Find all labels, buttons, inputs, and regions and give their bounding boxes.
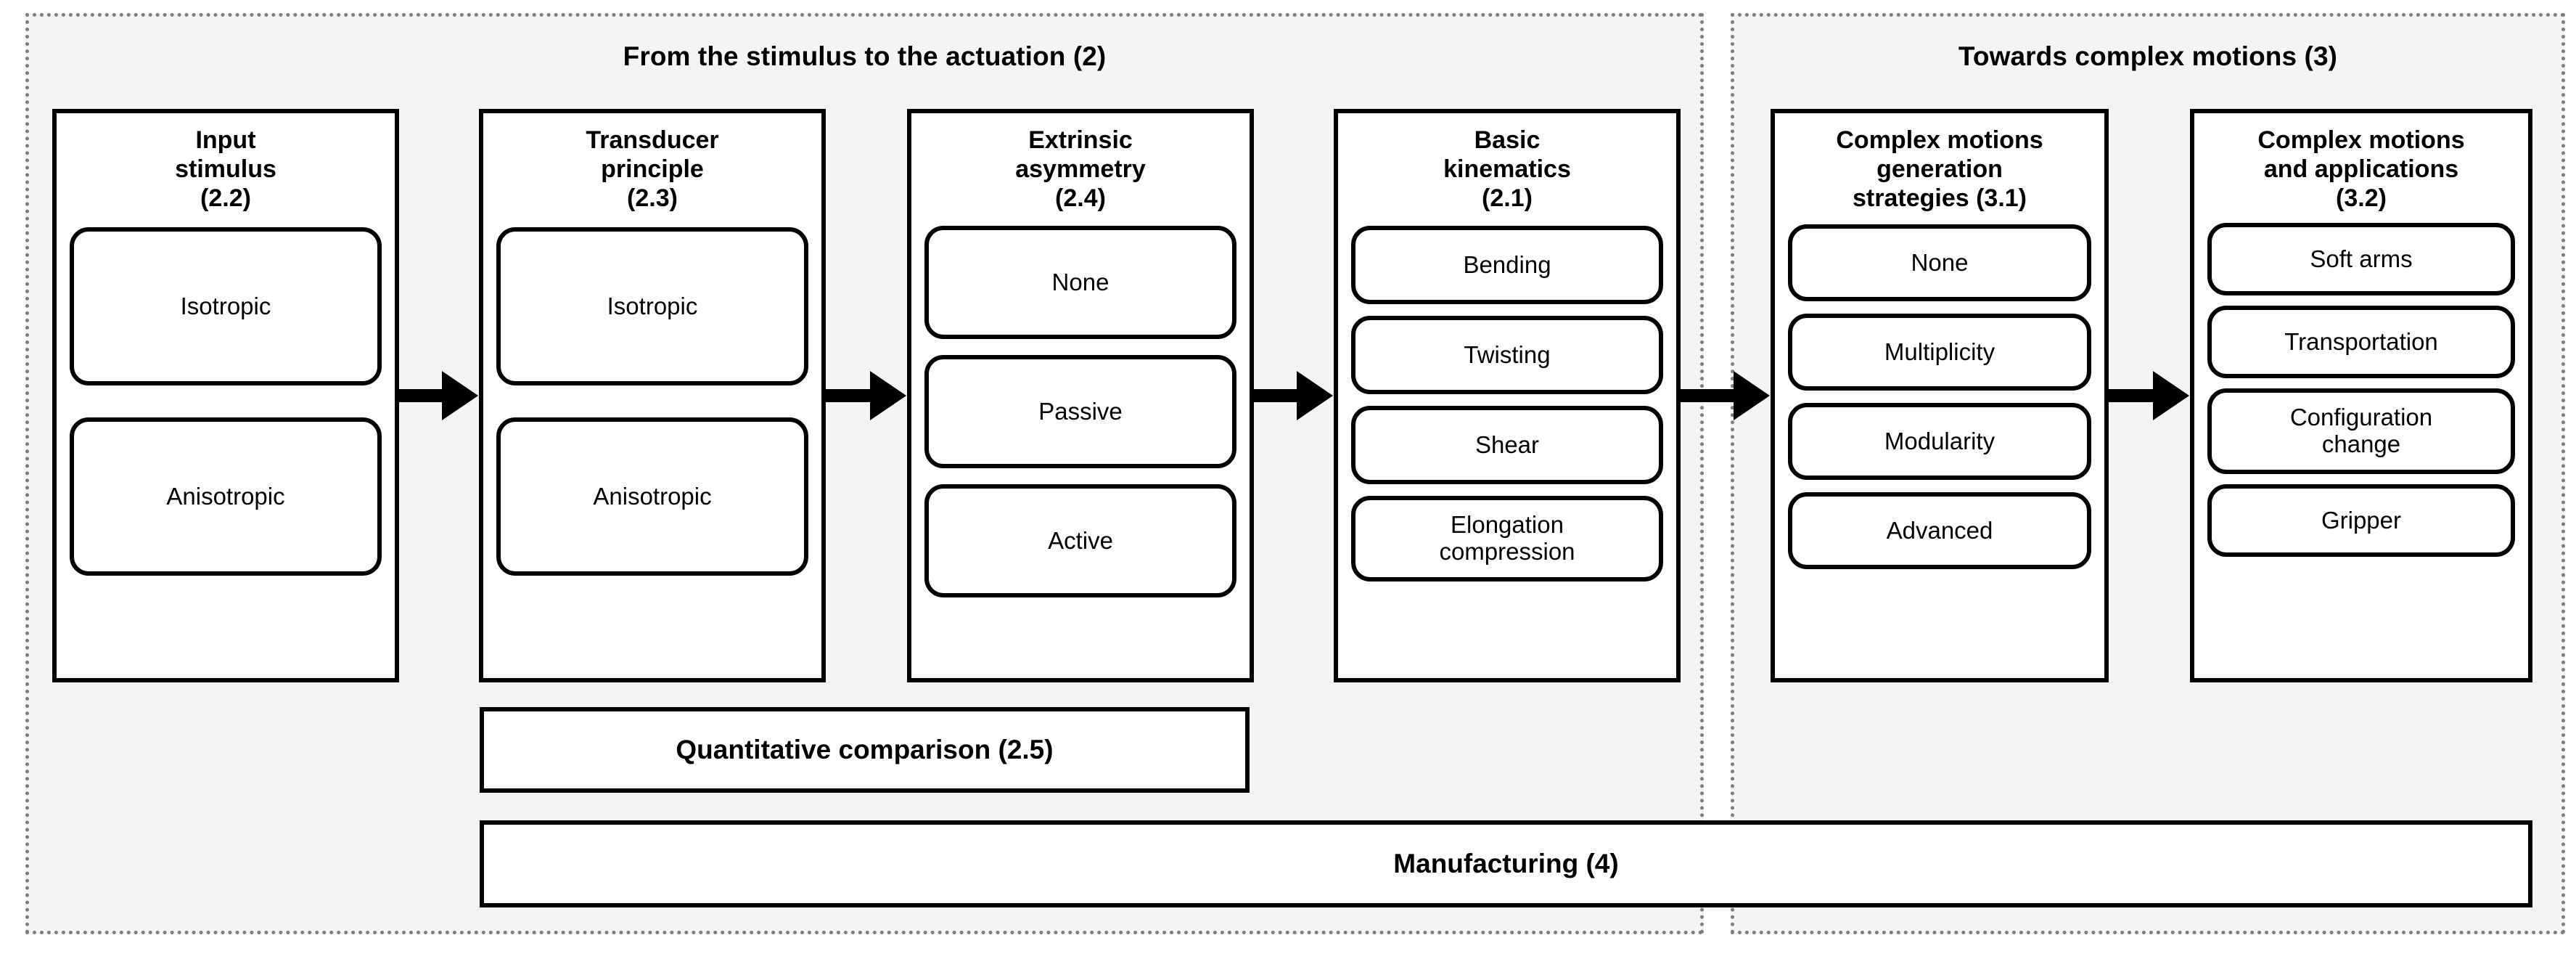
arrow-shaft [1254, 389, 1297, 402]
item-extrinsic-asymmetry-active[interactable]: Active [924, 484, 1236, 598]
arrow-shaft [826, 389, 871, 402]
arrow-shaft [2109, 389, 2154, 402]
column-transducer-principle[interactable]: Transducer principle (2.3) Isotropic Ani… [479, 109, 826, 682]
item-applications-soft-arms[interactable]: Soft arms [2207, 223, 2515, 296]
item-strategies-modularity[interactable]: Modularity [1788, 403, 2091, 481]
column-items-complex-motions-and-applications: Soft arms Transportation Configuration c… [2194, 220, 2528, 678]
item-strategies-advanced[interactable]: Advanced [1788, 492, 2091, 570]
column-title-extrinsic-asymmetry: Extrinsic asymmetry (2.4) [1015, 126, 1146, 212]
column-title-input-stimulus: Input stimulus (2.2) [175, 126, 276, 212]
item-extrinsic-asymmetry-none[interactable]: None [924, 226, 1236, 340]
column-items-complex-motions-generation-strategies: None Multiplicity Modularity Advanced [1775, 220, 2104, 678]
column-items-transducer-principle: Isotropic Anisotropic [483, 220, 821, 678]
item-input-stimulus-anisotropic[interactable]: Anisotropic [70, 417, 382, 576]
bar-quantitative-comparison[interactable]: Quantitative comparison (2.5) [480, 707, 1250, 793]
arrow-head [870, 371, 906, 420]
item-basic-kinematics-twisting[interactable]: Twisting [1351, 316, 1663, 395]
arrow-head [1734, 371, 1770, 420]
item-applications-transportation[interactable]: Transportation [2207, 306, 2515, 379]
column-extrinsic-asymmetry[interactable]: Extrinsic asymmetry (2.4) None Passive A… [907, 109, 1254, 682]
arrow-head [2153, 371, 2189, 420]
column-title-complex-motions-generation-strategies: Complex motions generation strategies (3… [1836, 126, 2043, 212]
item-applications-gripper[interactable]: Gripper [2207, 484, 2515, 558]
arrow-shaft [399, 389, 443, 402]
column-title-complex-motions-and-applications: Complex motions and applications (3.2) [2257, 126, 2465, 212]
item-applications-configuration-change[interactable]: Configuration change [2207, 388, 2515, 475]
column-complex-motions-and-applications[interactable]: Complex motions and applications (3.2) S… [2190, 109, 2532, 682]
item-basic-kinematics-elongation-compression[interactable]: Elongation compression [1351, 496, 1663, 582]
item-transducer-principle-isotropic[interactable]: Isotropic [496, 227, 808, 386]
column-items-basic-kinematics: Bending Twisting Shear Elongation compre… [1338, 220, 1676, 678]
arrow-shaft [1681, 389, 1734, 402]
column-title-transducer-principle: Transducer principle (2.3) [586, 126, 719, 212]
column-input-stimulus[interactable]: Input stimulus (2.2) Isotropic Anisotrop… [52, 109, 399, 682]
item-basic-kinematics-bending[interactable]: Bending [1351, 226, 1663, 305]
arrow-head [1297, 371, 1333, 420]
item-input-stimulus-isotropic[interactable]: Isotropic [70, 227, 382, 386]
column-complex-motions-generation-strategies[interactable]: Complex motions generation strategies (3… [1771, 109, 2109, 682]
column-basic-kinematics[interactable]: Basic kinematics (2.1) Bending Twisting … [1334, 109, 1681, 682]
item-strategies-multiplicity[interactable]: Multiplicity [1788, 314, 2091, 391]
item-strategies-none[interactable]: None [1788, 224, 2091, 302]
arrow-head [442, 371, 478, 420]
section-title-from-stimulus-to-actuation: From the stimulus to the actuation (2) [623, 41, 1107, 71]
item-transducer-principle-anisotropic[interactable]: Anisotropic [496, 417, 808, 576]
column-items-extrinsic-asymmetry: None Passive Active [911, 220, 1250, 678]
section-title-towards-complex-motions: Towards complex motions (3) [1958, 41, 2338, 71]
item-basic-kinematics-shear[interactable]: Shear [1351, 406, 1663, 485]
bar-manufacturing[interactable]: Manufacturing (4) [480, 820, 2532, 907]
column-title-basic-kinematics: Basic kinematics (2.1) [1443, 126, 1571, 212]
item-extrinsic-asymmetry-passive[interactable]: Passive [924, 355, 1236, 469]
column-items-input-stimulus: Isotropic Anisotropic [57, 220, 395, 678]
